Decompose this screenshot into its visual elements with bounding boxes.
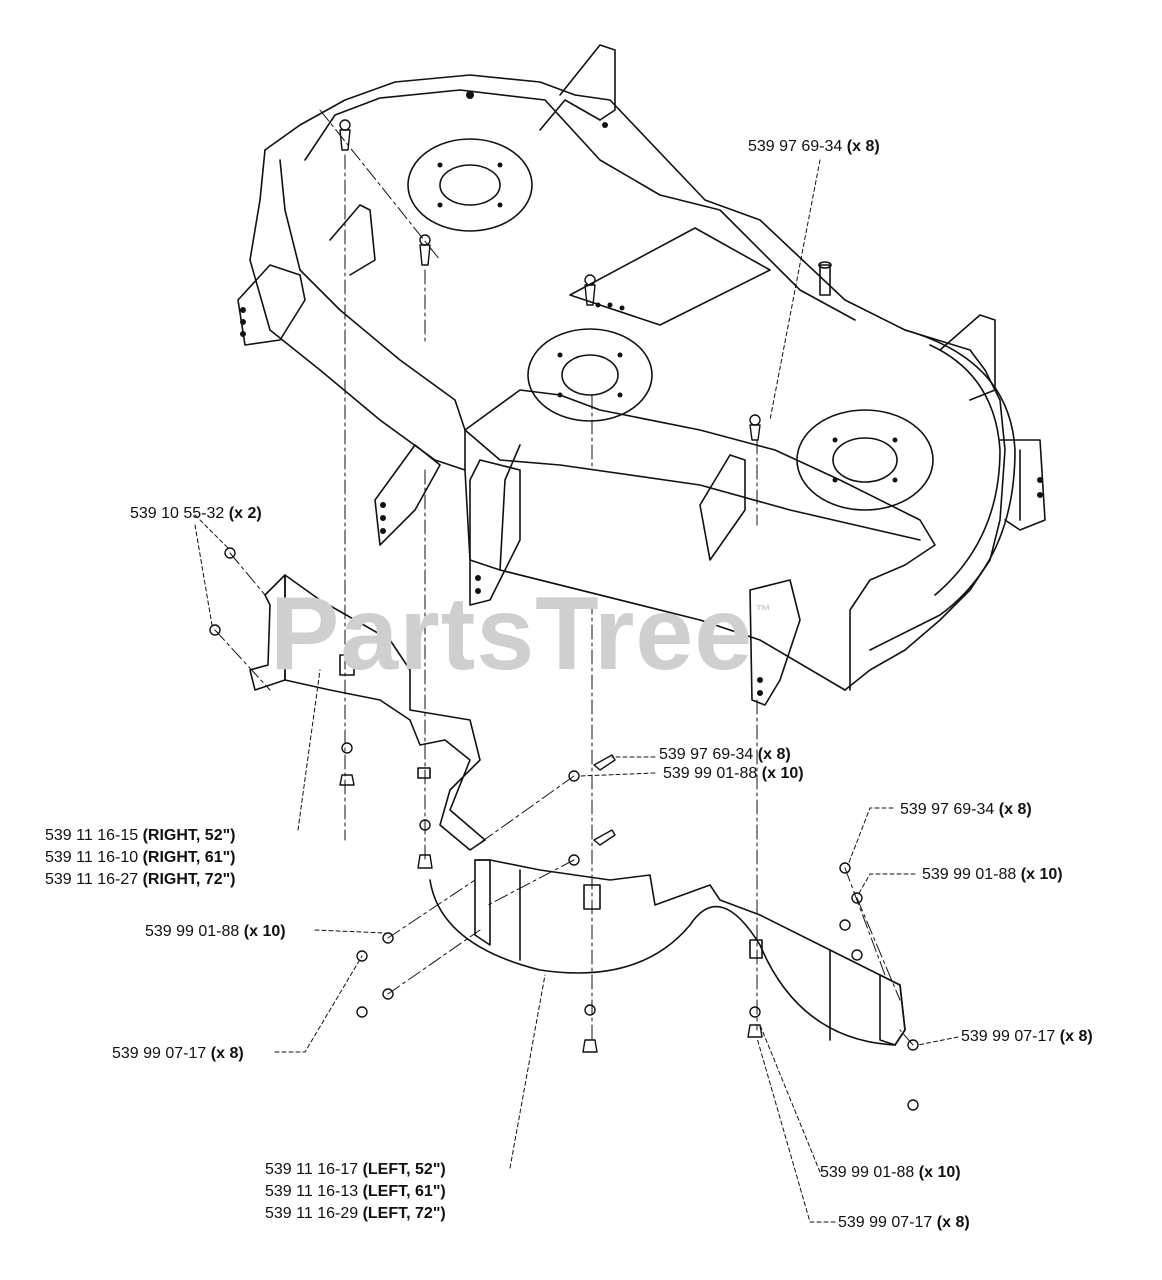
deck-right-skirt	[869, 329, 1016, 651]
callout-label: 539 99 07-17 (x 8)	[961, 1028, 1093, 1045]
callout-label: 539 99 01-88 (x 10)	[922, 866, 1063, 883]
bracket-right-side	[939, 314, 996, 401]
leader-lines	[194, 159, 959, 1223]
bracket-front-right	[699, 454, 746, 561]
callout-label: 539 11 16-15 (RIGHT, 52")	[45, 827, 236, 844]
callout-label: 539 99 01-88 (x 10)	[145, 923, 286, 940]
left-baffle-label-group: 539 11 16-17 (LEFT, 52") 539 11 16-13 (L…	[265, 1159, 446, 1225]
callout-label: 539 97 69-34 (x 8)	[659, 746, 791, 763]
bracket-front-outer	[749, 579, 801, 706]
right-baffle-label-group: 539 11 16-15 (RIGHT, 52") 539 11 16-10 (…	[45, 825, 236, 891]
fastener-set	[209, 119, 919, 1111]
callout-label: 539 97 69-34 (x 8)	[748, 138, 880, 155]
spindle-plate-right	[796, 409, 934, 511]
mower-deck	[237, 44, 1046, 706]
callout-label: 539 11 16-10 (RIGHT, 61")	[45, 849, 236, 866]
assembly-lines	[214, 109, 914, 1046]
callout-label: 539 11 16-17 (LEFT, 52")	[265, 1161, 446, 1178]
baffle-left	[429, 859, 906, 1046]
bracket-front-center	[469, 459, 521, 606]
callout-label: 539 10 55-32 (x 2)	[130, 505, 262, 522]
callout-label: 539 97 69-34 (x 8)	[900, 801, 1032, 818]
bracket-left-front	[237, 264, 306, 346]
callout-label: 539 11 16-29 (LEFT, 72")	[265, 1205, 446, 1222]
bracket-left-rear	[329, 204, 376, 276]
callout-label: 539 99 07-17 (x 8)	[838, 1214, 970, 1231]
spindle-plate-left	[407, 138, 533, 232]
callout-label: 539 11 16-27 (RIGHT, 72")	[45, 871, 236, 888]
belt-cover-plate	[569, 227, 771, 326]
spindle-plate-center	[527, 328, 653, 422]
bracket-rear-right	[559, 44, 616, 121]
bracket-front-left	[374, 444, 441, 546]
callout-label: 539 99 07-17 (x 8)	[112, 1045, 244, 1062]
callout-label: 539 11 16-13 (LEFT, 61")	[265, 1183, 446, 1200]
deck-left-side	[249, 149, 466, 471]
callout-label: 539 99 01-88 (x 10)	[820, 1164, 961, 1181]
callout-label: 539 99 01-88 (x 10)	[663, 765, 804, 782]
